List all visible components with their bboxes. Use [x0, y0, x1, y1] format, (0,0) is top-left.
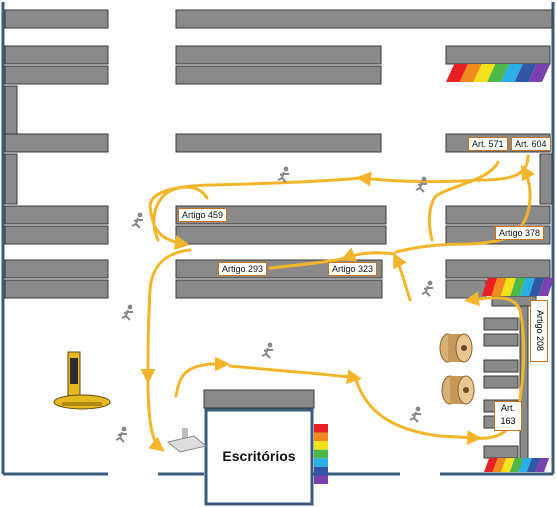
rainbow-stack-band — [535, 458, 550, 472]
pick-path — [140, 154, 536, 452]
rainbow-stack-band — [314, 466, 328, 476]
cable-reel-icon — [441, 375, 475, 405]
platform-scale-icon — [166, 428, 208, 453]
rainbow-stack-band — [492, 458, 507, 472]
rainbow-stack-band — [528, 64, 551, 82]
rainbow-stack-band — [526, 458, 541, 472]
rainbow-stack-band — [500, 278, 516, 296]
rainbow-stack-band — [314, 458, 328, 467]
label-art571: Art. 571 — [468, 137, 508, 151]
running-person-icon — [115, 426, 127, 443]
label-artigo459: Artigo 459 — [178, 208, 228, 222]
rainbow-stack-band — [491, 278, 507, 296]
rainbow-stack-band — [473, 64, 496, 82]
rainbow-stack-band — [314, 449, 328, 459]
rainbow-stack-icon — [314, 424, 328, 484]
running-person-icon — [121, 304, 133, 321]
rainbow-stack-band — [487, 64, 510, 82]
cable-reel-icon — [439, 333, 473, 363]
running-person-icon — [409, 406, 421, 423]
rainbow-stack-band — [314, 432, 328, 442]
label-art163: Art. 163 — [494, 401, 522, 431]
label-art163-line1: Art. — [500, 403, 515, 413]
racks-left — [4, 9, 109, 299]
rainbow-stack-band — [510, 278, 526, 296]
rainbow-stack-band — [538, 278, 554, 296]
rainbow-stack-band — [459, 64, 482, 82]
pallet-wrapper-icon — [53, 351, 111, 410]
rainbow-stack-icon — [446, 64, 551, 82]
rainbow-stack-band — [484, 458, 498, 472]
rainbow-stack-band — [518, 458, 532, 472]
rainbow-stack-band — [501, 458, 515, 472]
office-label: Escritórios — [222, 448, 296, 464]
running-person-icon — [415, 176, 427, 193]
label-artigo208: Artigo 208 — [530, 300, 548, 362]
label-artigo323: Artigo 323 — [328, 262, 378, 276]
rainbow-stack-icon — [484, 458, 550, 472]
running-person-icon — [277, 166, 289, 183]
label-artigo293: Artigo 293 — [218, 262, 268, 276]
rainbow-stack-band — [446, 64, 468, 82]
rainbow-stack-band — [529, 278, 545, 296]
rainbow-stack-band — [314, 424, 328, 433]
running-person-icon — [131, 212, 143, 229]
rainbow-stack-band — [314, 441, 328, 450]
label-art163-line2: 163 — [500, 416, 516, 426]
rainbow-stack-icon — [482, 278, 554, 296]
rainbow-stack-band — [314, 475, 328, 484]
label-artigo378: Artigo 378 — [495, 226, 545, 240]
running-person-icon — [421, 280, 433, 297]
outer-walls — [1, 2, 555, 476]
label-art604: Art. 604 — [511, 137, 551, 151]
office-block — [203, 389, 315, 506]
rainbow-stack-band — [519, 278, 535, 296]
rainbow-stack-band — [514, 64, 537, 82]
rainbow-stack-band — [482, 278, 498, 296]
rainbow-stack-band — [509, 458, 524, 472]
running-person-icon — [261, 342, 273, 359]
rainbow-stack-band — [500, 64, 523, 82]
